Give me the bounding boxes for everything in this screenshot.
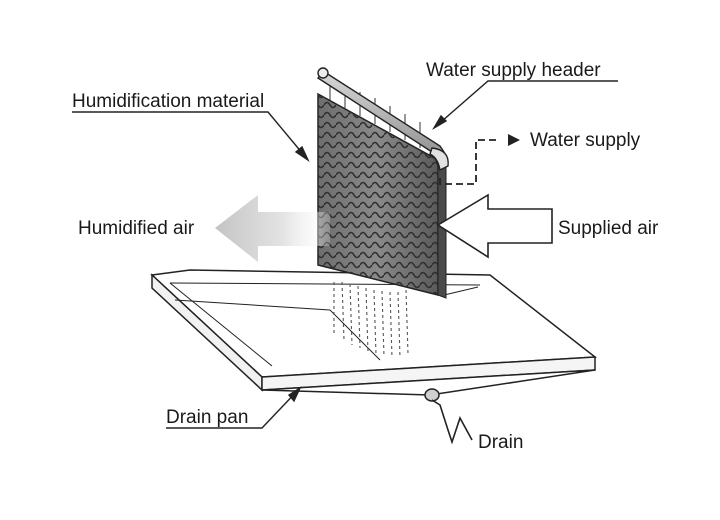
supplied-air-arrow [436, 193, 553, 259]
label-humidified-air: Humidified air [78, 218, 195, 239]
water-drips [333, 281, 409, 359]
label-humidification-material: Humidification material [72, 91, 264, 112]
label-drain-pan: Drain pan [166, 407, 248, 428]
drain-outlet [424, 388, 473, 445]
label-water-supply: Water supply [530, 130, 641, 151]
label-supplied-air: Supplied air [558, 218, 659, 239]
water-supply-header-pipe [317, 67, 449, 172]
leader-lines [72, 80, 618, 429]
humidified-air-arrow [215, 195, 330, 262]
label-drain: Drain [478, 432, 523, 453]
water-supply-line [439, 134, 520, 185]
humidification-pad [317, 92, 447, 299]
drain-pan [150, 269, 598, 396]
label-water-supply-header: Water supply header [426, 60, 601, 81]
